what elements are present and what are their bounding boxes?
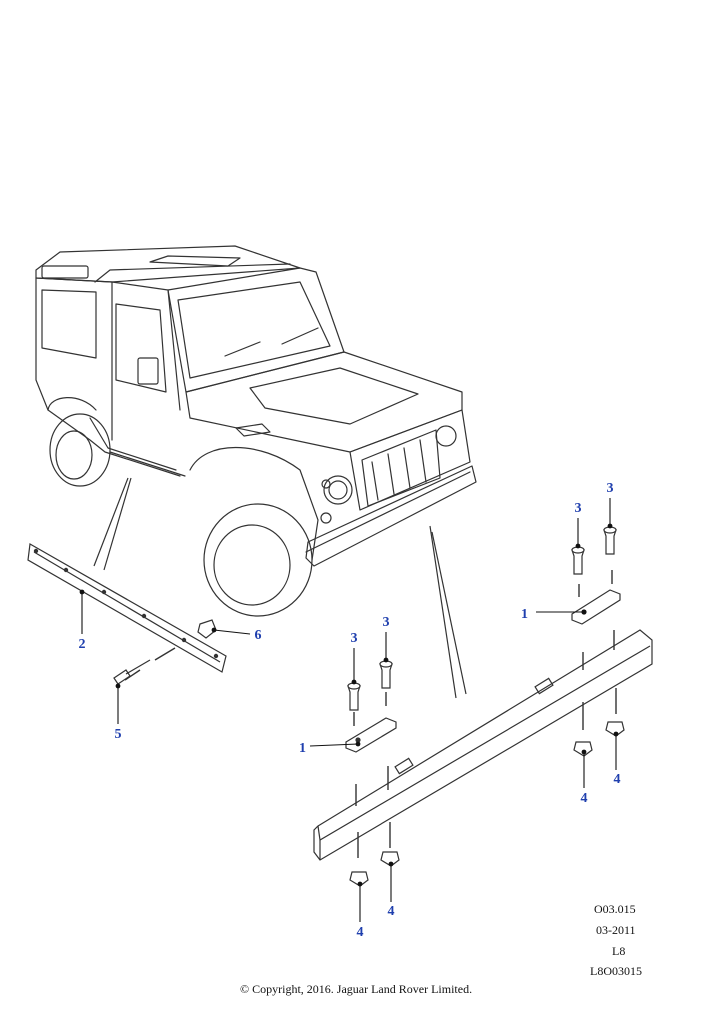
callout-3-upper-right[interactable]: 3 [607, 481, 614, 496]
copyright-notice: © Copyright, 2016. Jaguar Land Rover Lim… [240, 982, 473, 996]
callout-2[interactable]: 2 [79, 637, 86, 652]
callout-3-lower-left[interactable]: 3 [351, 631, 358, 646]
callout-labels: 1 1 2 3 3 3 3 4 4 4 4 5 6 [79, 481, 621, 940]
drawing-id: L8O03015 [590, 964, 642, 978]
callout-1-lower[interactable]: 1 [299, 741, 306, 756]
leader-lines [93, 477, 467, 699]
callout-dots [79, 523, 619, 887]
callout-4-left-b[interactable]: 4 [388, 904, 395, 919]
dashed-center-lines [124, 570, 617, 858]
callout-4-right-a[interactable]: 4 [581, 791, 588, 806]
model-code: L8 [612, 944, 626, 958]
ref-code: O03.015 [594, 902, 636, 916]
callout-5[interactable]: 5 [115, 727, 122, 742]
step-bar [313, 629, 653, 861]
callout-3-lower-right[interactable]: 3 [383, 615, 390, 630]
callout-leaders [81, 498, 617, 922]
fasteners [113, 526, 625, 887]
side-trim-strip [27, 543, 227, 673]
drawing-date: 03-2011 [596, 923, 636, 937]
callout-4-left-a[interactable]: 4 [357, 925, 364, 940]
callout-6[interactable]: 6 [255, 628, 262, 643]
callout-1-upper[interactable]: 1 [521, 607, 528, 622]
callout-4-right-b[interactable]: 4 [614, 772, 621, 787]
vehicle-drawing [35, 245, 477, 617]
callout-3-upper-left[interactable]: 3 [575, 501, 582, 516]
